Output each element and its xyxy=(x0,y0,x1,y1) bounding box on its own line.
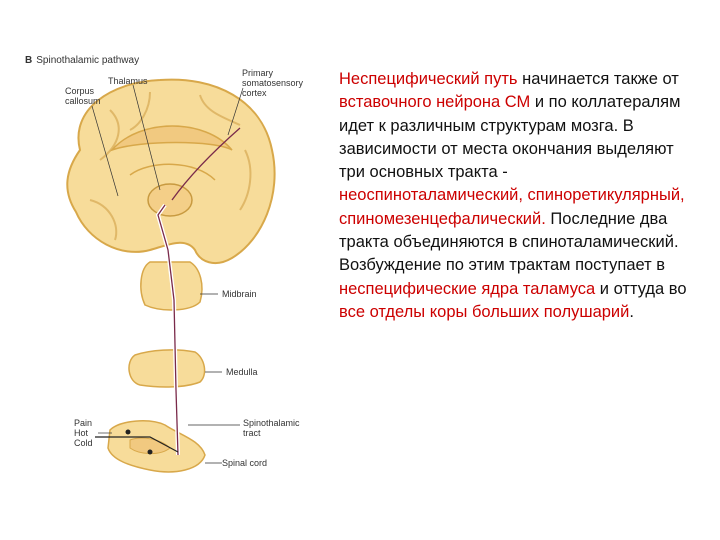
text-part-2: начинается также от xyxy=(518,70,679,88)
label-medulla: Medulla xyxy=(226,367,258,377)
label-stimuli: Pain Hot Cold xyxy=(74,418,93,448)
text-cortex-areas: все отделы коры больших полушарий xyxy=(339,303,629,321)
label-spinothalamic-tract: Spinothalamic tract xyxy=(243,418,300,438)
text-interneuron: вставочного нейрона СМ xyxy=(339,93,530,111)
label-midbrain: Midbrain xyxy=(222,289,257,299)
text-nonspecific-pathway: Неспецифический путь xyxy=(339,70,518,88)
thalamus-shape xyxy=(148,184,192,216)
cerebral-hemisphere xyxy=(67,80,274,263)
label-cortex: Primary somatosensory cortex xyxy=(242,68,303,98)
text-part-8: и оттуда во xyxy=(595,280,686,298)
text-part-10: . xyxy=(629,303,634,321)
label-corpus-callosum: Corpus callosum xyxy=(65,86,101,106)
label-spinal-cord: Spinal cord xyxy=(222,458,267,468)
description-text: Неспецифический путь начинается также от… xyxy=(339,68,689,324)
medulla-shape xyxy=(129,350,205,387)
label-thalamus: Thalamus xyxy=(108,76,148,86)
text-thalamic-nuclei: неспецифические ядра таламуса xyxy=(339,280,595,298)
